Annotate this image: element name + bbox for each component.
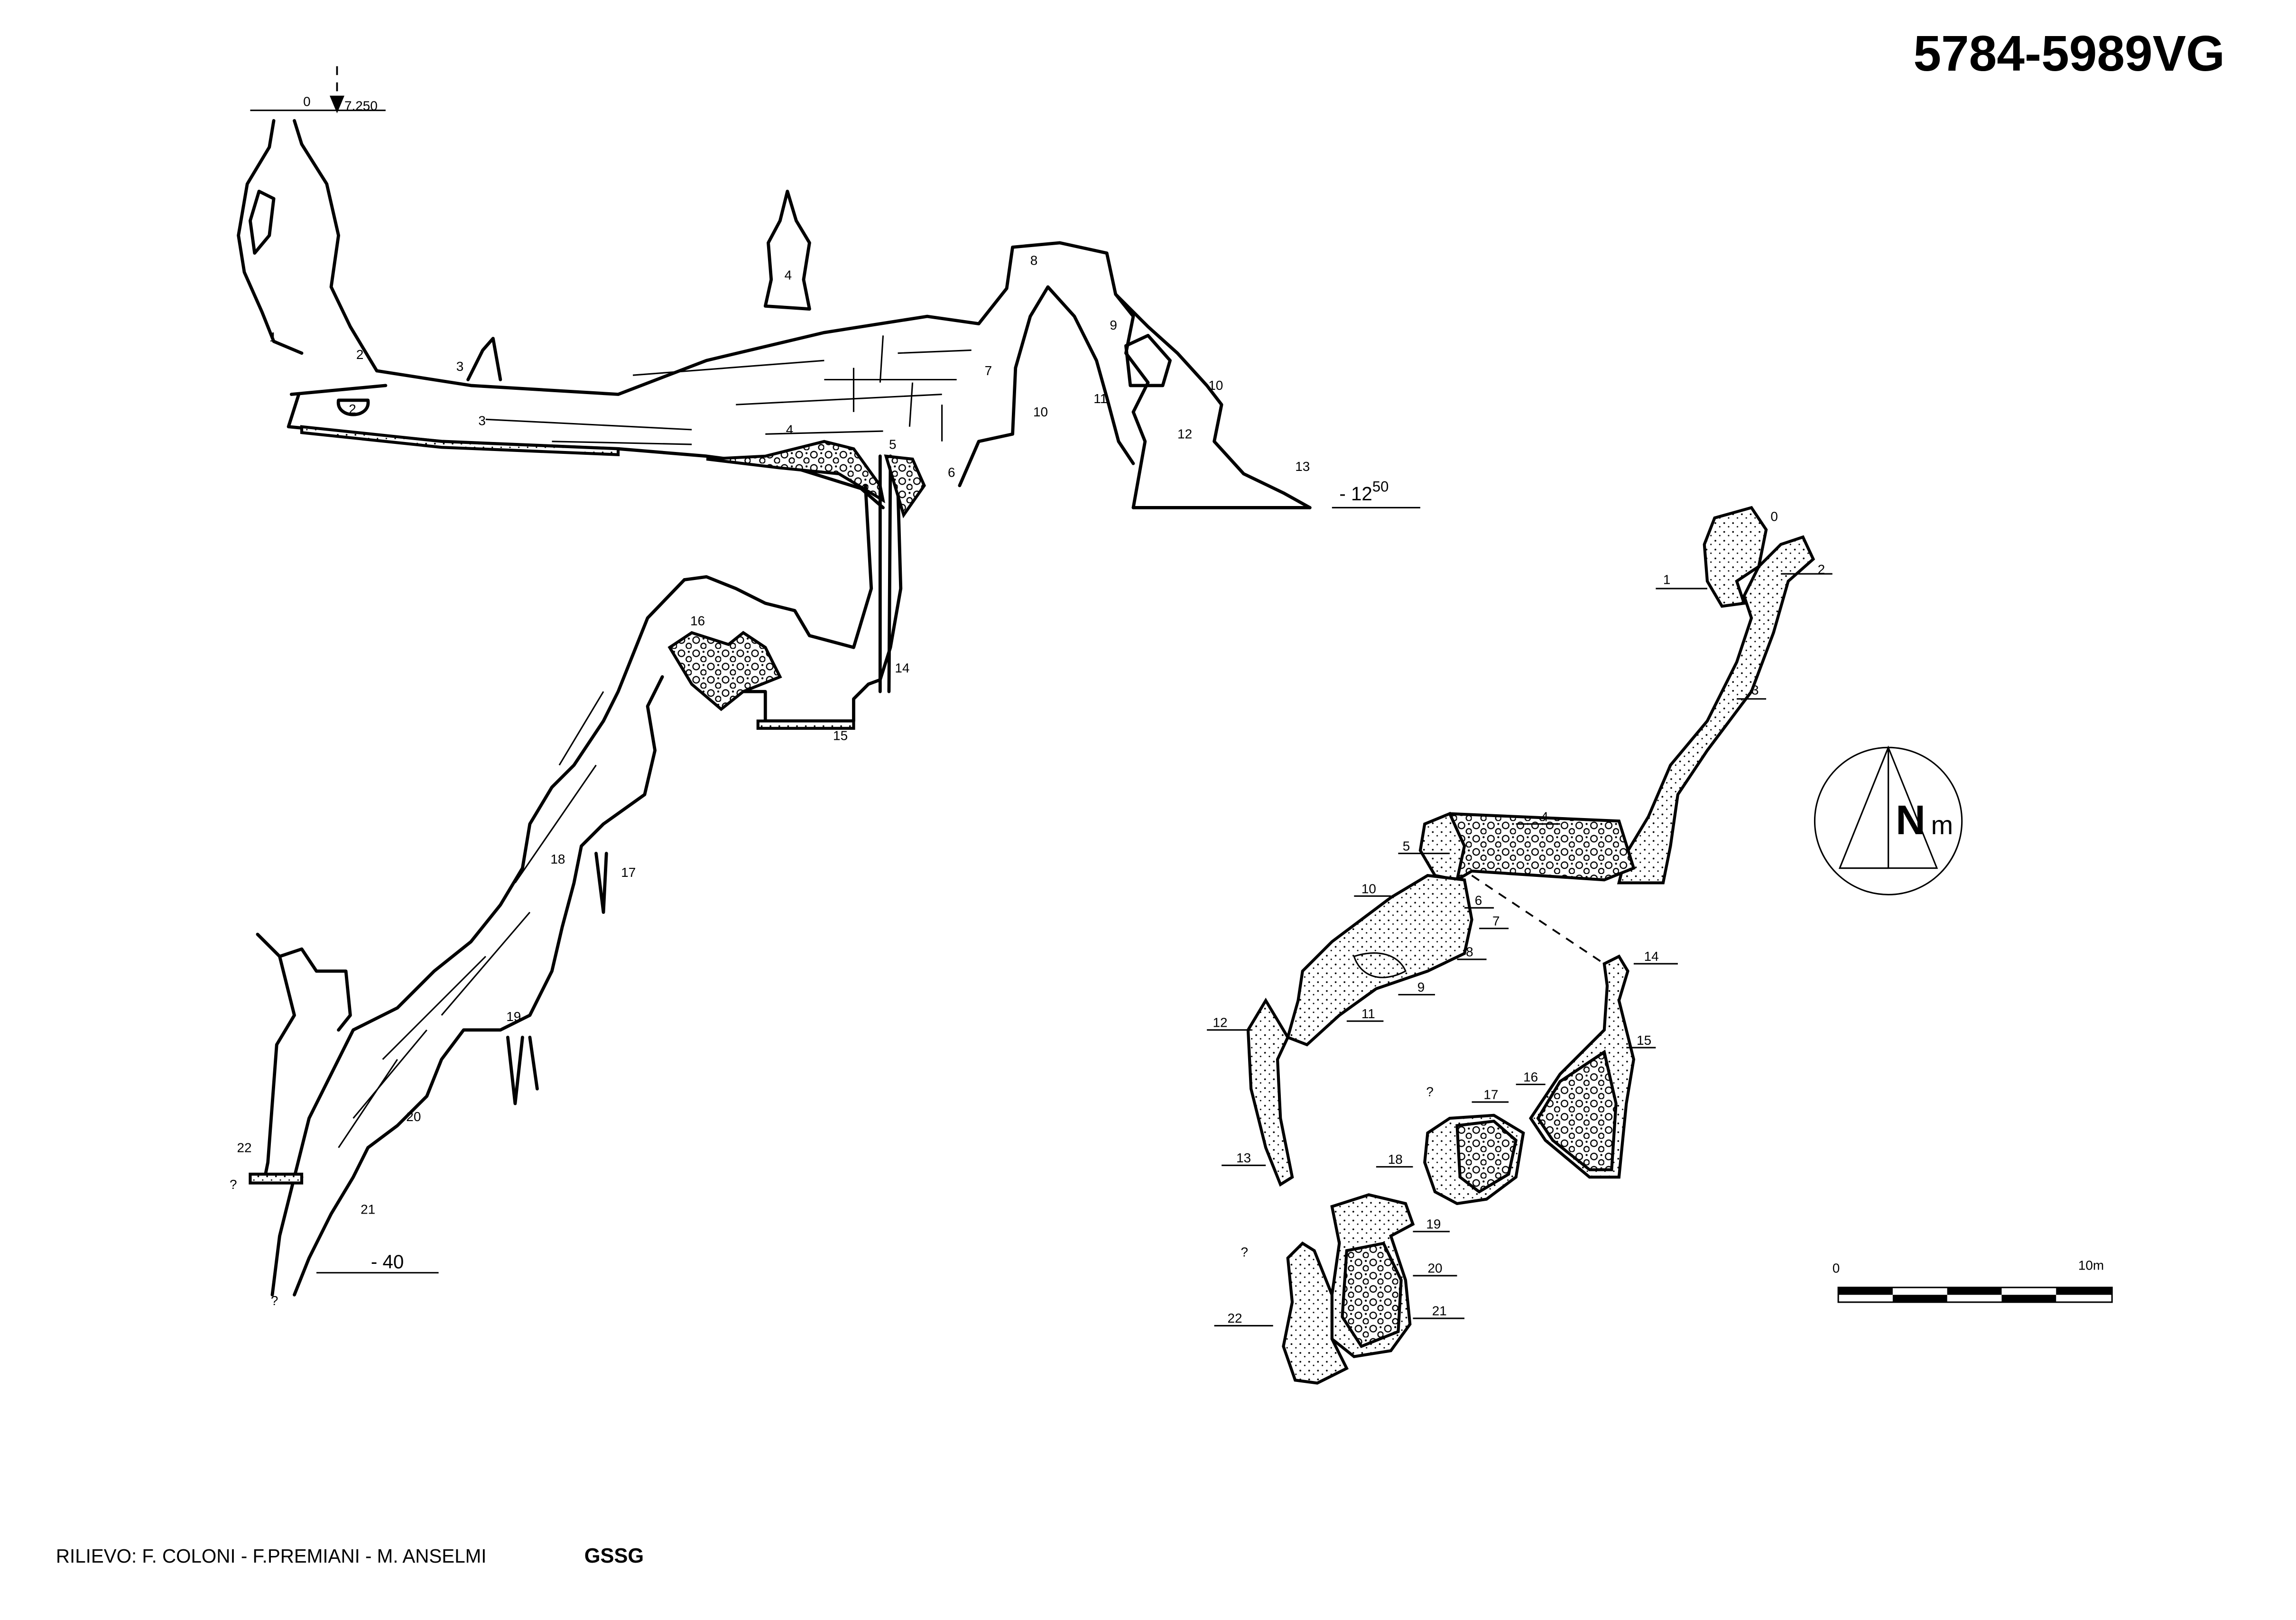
- station-label: 21: [361, 1202, 375, 1217]
- section-profile: 0 7.250 - 1250 - 40 1: [230, 66, 1420, 1308]
- credit-group: GSSG: [584, 1545, 644, 1567]
- station-label: 5: [1403, 838, 1410, 853]
- inclined-passage-lower-wall: [293, 675, 664, 1297]
- station-label: 6: [948, 465, 955, 479]
- dome-4: [763, 189, 811, 311]
- station-label: ?: [1426, 1084, 1434, 1099]
- station-label: 2: [349, 402, 356, 416]
- station-label: 22: [1228, 1311, 1242, 1325]
- station-label: 17: [621, 865, 636, 880]
- station-label: ?: [1241, 1245, 1248, 1260]
- north-arrow: N m: [1814, 745, 1963, 895]
- station-label: 5: [889, 437, 897, 451]
- station-label: 3: [456, 359, 464, 374]
- station-label: 19: [1426, 1217, 1441, 1232]
- station-label: 12: [1177, 427, 1192, 442]
- survey-line-connection: [1471, 874, 1605, 965]
- station-label: 11: [1361, 1006, 1375, 1021]
- station-label: 10: [1361, 881, 1376, 896]
- scale-start-label: 0: [1833, 1261, 1840, 1276]
- station-label: 3: [478, 414, 486, 428]
- survey-credit: RILIEVO: F. COLONI - F.PREMIANI - M. ANS…: [56, 1545, 644, 1567]
- entrance-marker-icon: [329, 95, 344, 113]
- credit-surveyors: RILIEVO: F. COLONI - F.PREMIANI - M. ANS…: [56, 1545, 487, 1567]
- station-label: 20: [406, 1109, 421, 1124]
- station-label: 15: [833, 728, 848, 743]
- station-label: 20: [1427, 1261, 1442, 1276]
- station-label: 18: [550, 852, 565, 866]
- inclined-passage-upper-wall: [270, 578, 686, 1297]
- entrance-shaft-left-wall: [237, 119, 304, 355]
- chamber-22: [1282, 1241, 1349, 1385]
- branch-12-13: [1246, 997, 1294, 1187]
- station-label: 13: [1295, 459, 1310, 474]
- station-label: ?: [230, 1177, 237, 1192]
- station-label: 0: [1770, 509, 1778, 524]
- station-label: 11: [1093, 391, 1107, 406]
- depth-label-mid: - 1250: [1339, 478, 1389, 505]
- section-station-labels: 1 2 3 2 3 4 4 5 6 7 8 9 10 10 11 12 13 1…: [230, 253, 1310, 1308]
- station-label: 8: [1030, 253, 1038, 268]
- station-label: 9: [1417, 980, 1425, 994]
- station-label: 3: [1751, 682, 1759, 697]
- station-label: 16: [1523, 1069, 1538, 1084]
- station-label: 8: [1466, 945, 1473, 959]
- station-label: 4: [785, 268, 792, 283]
- entrance-elevation-label: 7.250: [344, 99, 378, 113]
- station-label: 7: [985, 363, 992, 378]
- station-label: 16: [690, 614, 705, 628]
- station-label: 19: [506, 1009, 521, 1024]
- station-label: 13: [1236, 1151, 1251, 1165]
- north-magnetic-suffix: m: [1931, 810, 1953, 840]
- station-label: 10: [1033, 405, 1048, 419]
- station-label: 4: [1541, 809, 1548, 824]
- entrance-doline: [1703, 506, 1768, 608]
- station-label: 7: [1492, 914, 1500, 929]
- scale-bar: 0 10m: [1833, 1258, 2113, 1303]
- shaft-left-wall: [683, 484, 873, 649]
- station-label: 18: [1388, 1152, 1403, 1167]
- depth-label-bottom: - 40: [371, 1251, 404, 1272]
- survey-title: 5784-5989VG: [1913, 26, 2225, 82]
- station-label: 21: [1432, 1304, 1447, 1318]
- chamber-5-11: [1286, 874, 1473, 1047]
- station-label: 22: [237, 1140, 252, 1155]
- north-letter: N: [1896, 797, 1926, 843]
- station-label: ?: [271, 1293, 278, 1308]
- entrance-shaft-right-wall: [293, 119, 379, 373]
- station-label: 17: [1483, 1087, 1498, 1102]
- station-label: 14: [1644, 949, 1659, 964]
- station-label: 10: [1208, 378, 1223, 393]
- station-label: 6: [1475, 893, 1482, 908]
- station-label: 9: [1110, 318, 1117, 332]
- station-label: 1: [269, 330, 277, 344]
- main-gallery-roof: [375, 241, 1312, 509]
- plan-station-labels: 0 1 2 3 4 5 6 7 8 9 10 11 12 13 14 15 16…: [1213, 509, 1825, 1325]
- station-label: 1: [1663, 572, 1671, 587]
- station-label: 15: [1637, 1033, 1651, 1048]
- station-label: 12: [1213, 1015, 1228, 1030]
- plan-view: 0 1 2 3 4 5 6 7 8 9 10 11 12 13 14 15 16…: [1207, 506, 1833, 1385]
- station-label: 14: [895, 661, 909, 675]
- station-label: 4: [786, 422, 794, 437]
- entrance-passage: [1617, 535, 1815, 884]
- station-label: 2: [1818, 562, 1825, 577]
- scale-end-label: 10m: [2078, 1258, 2104, 1273]
- station-label: 2: [356, 347, 364, 362]
- entrance-zero-label: 0: [303, 94, 311, 109]
- shaft-right-wall: [867, 484, 903, 686]
